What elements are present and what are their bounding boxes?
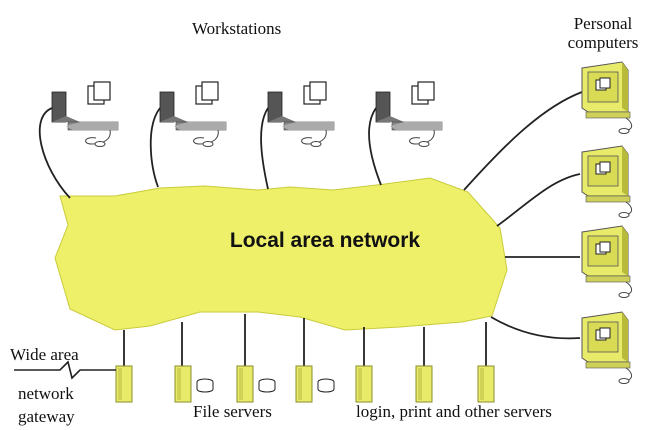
personal-computer-4 (581, 311, 633, 384)
lightning-link-icon (14, 360, 116, 380)
file-server-1 (174, 365, 214, 403)
workstation-3 (267, 81, 335, 148)
personal-computer-2 (581, 145, 633, 218)
personal-computer-1 (581, 61, 633, 134)
other-server-2 (415, 365, 433, 403)
lan-cloud (54, 177, 508, 331)
file-server-2 (236, 365, 276, 403)
other-server-1 (355, 365, 373, 403)
file-server-3 (295, 365, 335, 403)
wan-label-line1: Wide area (10, 345, 79, 364)
personal-computers-label-line2: computers (567, 33, 639, 52)
personal-computers-label: Personal computers (560, 14, 646, 52)
server-cables (123, 314, 487, 366)
file-servers-label: File servers (193, 402, 272, 421)
pc-cables (463, 91, 583, 340)
other-server-3 (477, 365, 495, 403)
personal-computer-3 (581, 225, 633, 298)
workstation-1 (51, 81, 119, 148)
workstation-4 (375, 81, 443, 148)
workstations-label: Workstations (192, 19, 282, 38)
wan-label-line3: gateway (18, 407, 75, 426)
gateway-server (115, 365, 133, 403)
workstation-2 (159, 81, 227, 148)
other-servers-label: login, print and other servers (356, 402, 552, 421)
lan-label: Local area network (229, 229, 421, 252)
wan-label-line2: network (18, 384, 74, 403)
personal-computers-label-line1: Personal (573, 14, 633, 33)
workstation-cables (38, 107, 382, 199)
